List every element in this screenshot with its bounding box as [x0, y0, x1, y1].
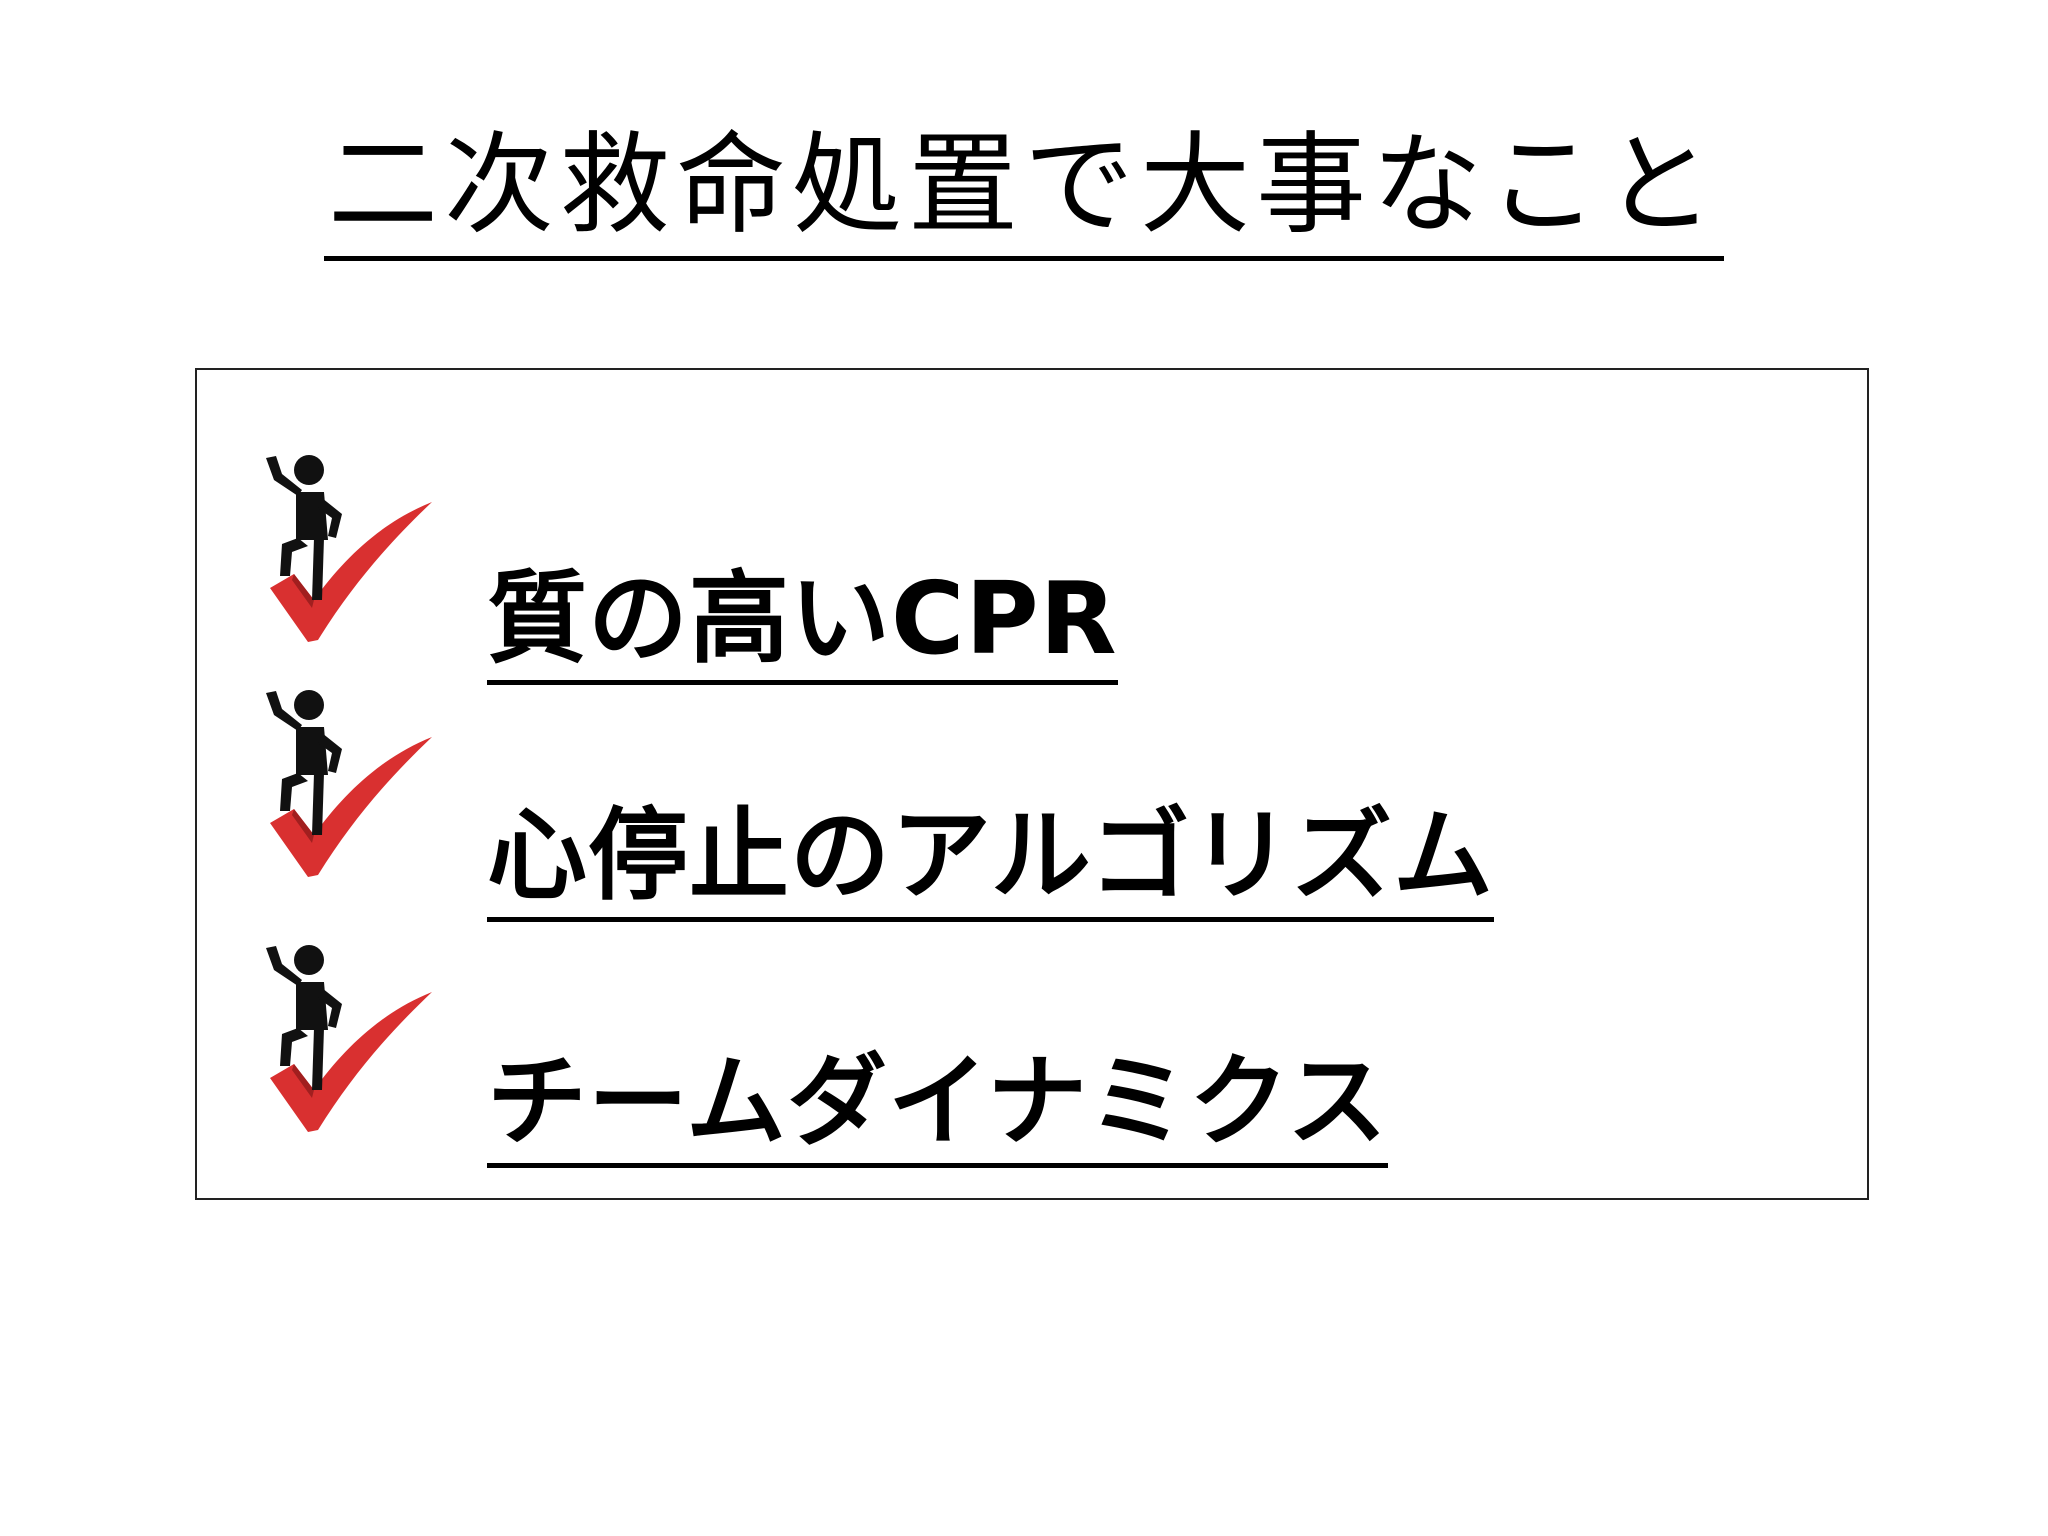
- person-on-checkmark-icon: [252, 675, 452, 885]
- list-item: 心停止のアルゴリズム: [197, 675, 1867, 922]
- list-item: 質の高いCPR: [197, 440, 1867, 685]
- page-title: 二次救命処置で大事なこと: [0, 120, 2048, 261]
- item-label-cardiac-arrest-algorithm: 心停止のアルゴリズム: [487, 797, 1494, 922]
- item-label-high-quality-cpr: 質の高いCPR: [487, 560, 1118, 685]
- page-title-text: 二次救命処置で大事なこと: [324, 120, 1724, 261]
- key-points-box: 質の高いCPR 心停止のアルゴリズム: [195, 368, 1869, 1200]
- person-on-checkmark-icon: [252, 930, 452, 1140]
- person-on-checkmark-icon: [252, 440, 452, 650]
- list-item: チームダイナミクス: [197, 930, 1867, 1168]
- item-label-team-dynamics: チームダイナミクス: [487, 1043, 1388, 1168]
